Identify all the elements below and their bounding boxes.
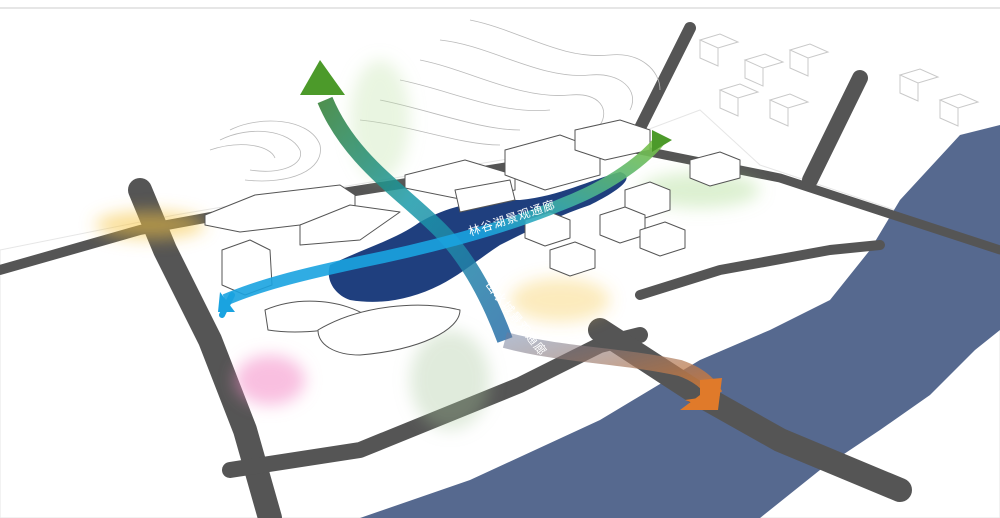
glow-yellow-center bbox=[510, 278, 610, 322]
building-east-6 bbox=[549, 241, 596, 277]
glow-yellow-west bbox=[95, 211, 205, 239]
corridor-ribbon-east-west bbox=[222, 136, 665, 306]
building-west-terraced bbox=[299, 204, 401, 246]
road-east bbox=[625, 143, 1000, 255]
glow-pink bbox=[235, 355, 305, 405]
river bbox=[360, 125, 1000, 518]
road-east-spur bbox=[802, 70, 868, 188]
existing-buildings-northeast bbox=[698, 33, 980, 127]
proposed-buildings bbox=[204, 119, 741, 356]
building-south-curve-2 bbox=[317, 304, 461, 356]
building-east-1 bbox=[689, 151, 741, 187]
arrow-head-east bbox=[652, 130, 672, 152]
corridor-ribbon-main bbox=[317, 96, 513, 343]
building-east-4 bbox=[639, 221, 686, 257]
mountain-water-city-corridor bbox=[300, 60, 723, 410]
building-east-3 bbox=[599, 206, 646, 244]
road-east-lower bbox=[635, 240, 885, 300]
arrow-head-north-west bbox=[300, 60, 345, 95]
forest-valley-lake-corridor bbox=[218, 130, 672, 318]
arrow-head-orange bbox=[680, 378, 722, 410]
building-lakefront-2 bbox=[454, 179, 516, 213]
glow-green-south bbox=[410, 330, 490, 430]
contour-lines bbox=[209, 19, 661, 182]
